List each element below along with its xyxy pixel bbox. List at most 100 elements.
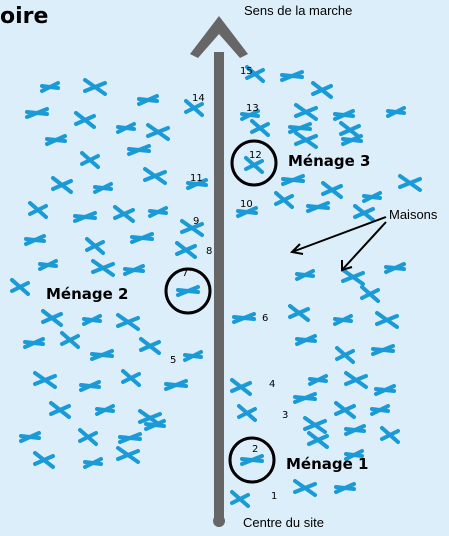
house-number-12: 12: [249, 150, 262, 161]
house-cross: [293, 479, 317, 497]
house-cross: [335, 346, 355, 364]
house-cross: [80, 151, 100, 169]
house-cross: [180, 219, 204, 237]
site-center-label: Centre du site: [243, 515, 324, 530]
house-cross: [293, 392, 317, 404]
house-cross: [371, 344, 395, 356]
house-cross: [83, 78, 107, 96]
house-cross: [25, 107, 49, 119]
house-number-7: 7: [182, 268, 189, 279]
house-cross: [113, 205, 135, 223]
house-cross: [386, 106, 406, 118]
house-cross: [245, 65, 265, 83]
house-cross: [281, 174, 305, 186]
house-number-2: 2: [252, 444, 259, 455]
house-number-10: 10: [240, 199, 253, 210]
house-cross: [307, 431, 329, 449]
house-number-1: 1: [271, 491, 278, 502]
house-cross: [230, 378, 252, 396]
house-cross: [148, 206, 168, 218]
house-cross: [295, 269, 315, 281]
house-cross: [244, 156, 264, 174]
house-cross: [294, 131, 318, 149]
house-number-13: 13: [246, 103, 259, 114]
house-cross: [93, 182, 113, 194]
house-cross: [184, 99, 204, 117]
house-cross: [333, 314, 353, 326]
house-number-8: 8: [206, 246, 213, 257]
houses: [10, 65, 422, 508]
house-cross: [164, 379, 188, 391]
house-cross: [144, 419, 166, 431]
house-cross: [375, 311, 399, 329]
house-cross: [51, 176, 73, 194]
house-cross: [334, 401, 356, 419]
house-cross: [362, 191, 382, 203]
house-cross: [83, 457, 103, 469]
house-cross: [288, 122, 312, 134]
house-number-4: 4: [269, 379, 276, 390]
house-cross: [74, 111, 96, 129]
house-cross: [237, 404, 257, 422]
house-cross: [360, 285, 380, 303]
house-cross: [339, 121, 361, 139]
house-cross: [118, 432, 142, 444]
houses-label: Maisons: [389, 207, 438, 222]
house-cross: [82, 314, 102, 326]
household-label-2: Ménage 2: [46, 285, 129, 303]
house-cross: [232, 312, 256, 324]
house-cross: [183, 350, 203, 362]
house-cross: [288, 304, 310, 322]
house-cross: [236, 206, 258, 218]
house-cross: [91, 259, 115, 277]
house-cross: [49, 401, 71, 419]
house-cross: [230, 490, 250, 508]
house-cross: [79, 380, 101, 392]
house-cross: [341, 134, 363, 146]
house-cross: [73, 211, 97, 223]
house-cross: [240, 454, 264, 466]
house-cross: [60, 331, 80, 349]
house-cross: [146, 123, 170, 141]
house-cross: [274, 191, 294, 209]
house-cross: [139, 337, 161, 355]
house-cross: [137, 94, 159, 106]
house-cross: [127, 144, 151, 156]
house-cross: [186, 178, 208, 190]
house-cross: [123, 264, 145, 276]
house-cross: [90, 349, 114, 361]
house-cross: [121, 369, 141, 387]
house-cross: [303, 416, 327, 434]
house-cross: [130, 232, 154, 244]
house-cross: [240, 109, 260, 121]
maisons-arrows: [289, 216, 387, 272]
house-cross: [306, 201, 330, 213]
house-cross: [176, 285, 200, 297]
house-cross: [24, 234, 46, 246]
house-cross: [95, 404, 115, 416]
road: [190, 16, 248, 527]
house-cross: [19, 431, 41, 443]
direction-label: Sens de la marche: [244, 3, 353, 18]
house-cross: [85, 237, 105, 255]
house-number-11: 11: [190, 173, 203, 184]
household-circle-3: [230, 139, 278, 187]
house-cross: [33, 451, 55, 469]
house-cross: [78, 428, 98, 446]
house-cross: [341, 268, 365, 286]
house-cross: [143, 167, 167, 185]
house-number-9: 9: [193, 216, 200, 227]
house-cross: [45, 134, 67, 146]
household-circle-2: [164, 267, 212, 315]
house-cross: [308, 374, 328, 386]
house-cross: [175, 241, 197, 259]
house-number-6: 6: [262, 313, 269, 324]
house-cross: [116, 313, 140, 331]
house-cross: [38, 259, 58, 271]
household-label-3: Ménage 3: [288, 152, 371, 170]
household-circle-1: [228, 436, 276, 484]
house-cross: [250, 119, 270, 137]
house-cross: [41, 309, 63, 327]
house-cross: [23, 337, 45, 349]
